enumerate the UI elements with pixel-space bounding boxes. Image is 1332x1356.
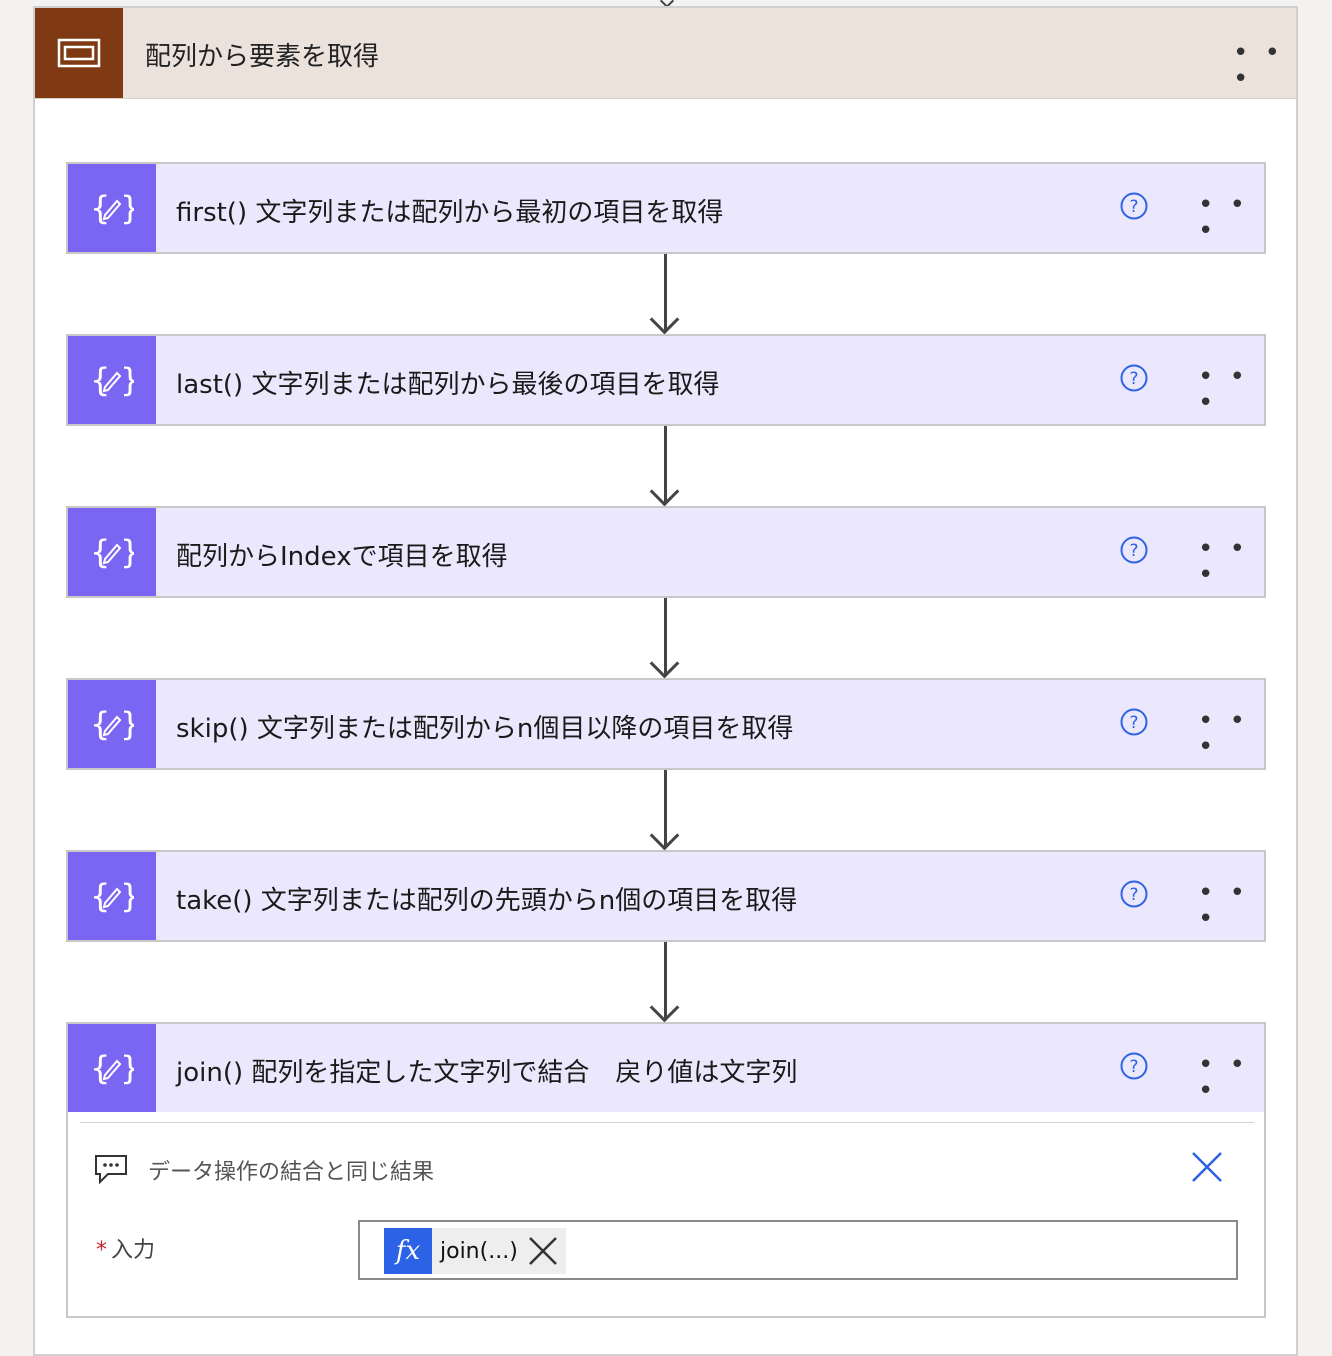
scope-title: 配列から要素を取得	[145, 42, 380, 72]
input-label-text: 入力	[111, 1238, 156, 1263]
braces-pencil-icon: {}	[68, 852, 156, 940]
comment-text[interactable]: データ操作の結合と同じ結果	[148, 1160, 435, 1185]
action-more-button[interactable]: • • •	[1198, 1050, 1249, 1106]
action-more-button[interactable]: • • •	[1198, 534, 1249, 590]
svg-text:}: }	[120, 1049, 134, 1087]
braces-pencil-icon: {}	[68, 164, 156, 252]
svg-text:?: ?	[1129, 541, 1138, 561]
help-circle-icon[interactable]: ?	[1120, 708, 1148, 736]
action-more-button[interactable]: • • •	[1198, 878, 1249, 934]
input-field[interactable]: fx join(...)	[358, 1220, 1238, 1280]
braces-pencil-icon: {}	[68, 336, 156, 424]
action-card-take[interactable]: {} take() 文字列または配列の先頭からn個の項目を取得 ? • • •	[66, 850, 1266, 942]
action-card-index[interactable]: {} 配列からIndexで項目を取得 ? • • •	[66, 506, 1266, 598]
connector-arrow	[664, 770, 667, 848]
svg-text:{: {	[90, 189, 110, 227]
input-label: *入力	[96, 1232, 155, 1264]
svg-text:?: ?	[1129, 197, 1138, 217]
action-title: first() 文字列または配列から最初の項目を取得	[176, 198, 724, 228]
action-title: last() 文字列または配列から最後の項目を取得	[176, 370, 720, 400]
action-more-button[interactable]: • • •	[1198, 362, 1249, 418]
action-title: 配列からIndexで項目を取得	[176, 542, 508, 572]
help-circle-icon[interactable]: ?	[1120, 536, 1148, 564]
braces-pencil-icon: {}	[68, 680, 156, 768]
divider	[80, 1122, 1254, 1123]
action-more-button[interactable]: • • •	[1198, 190, 1249, 246]
help-circle-icon[interactable]: ?	[1120, 1052, 1148, 1080]
action-title: join() 配列を指定した文字列で結合 戻り値は文字列	[176, 1058, 798, 1088]
action-card-first[interactable]: {} first() 文字列または配列から最初の項目を取得 ? • • •	[66, 162, 1266, 254]
action-more-button[interactable]: • • •	[1198, 706, 1249, 762]
action-card-join[interactable]: {} join() 配列を指定した文字列で結合 戻り値は文字列 ? • • •	[66, 1022, 1266, 1112]
help-circle-icon[interactable]: ?	[1120, 364, 1148, 392]
svg-text:?: ?	[1129, 713, 1138, 733]
svg-text:}: }	[120, 361, 134, 399]
svg-text:{: {	[90, 533, 110, 571]
connector-arrow	[664, 942, 667, 1020]
join-action-details: データ操作の結合と同じ結果 *入力 fx join(...)	[66, 1112, 1266, 1318]
action-card-skip[interactable]: {} skip() 文字列または配列からn個目以降の項目を取得 ? • • •	[66, 678, 1266, 770]
svg-text:{: {	[90, 705, 110, 743]
help-circle-icon[interactable]: ?	[1120, 192, 1148, 220]
braces-pencil-icon: {}	[68, 508, 156, 596]
svg-text:}: }	[120, 533, 134, 571]
scope-more-button[interactable]: • • •	[1233, 38, 1284, 94]
connector-arrow	[664, 598, 667, 676]
svg-text:{: {	[90, 361, 110, 399]
svg-text:{: {	[90, 1049, 110, 1087]
connector-arrow	[664, 426, 667, 504]
comment-icon[interactable]	[94, 1154, 128, 1184]
svg-text:}: }	[120, 189, 134, 227]
svg-text:?: ?	[1129, 1057, 1138, 1077]
close-icon[interactable]	[528, 1236, 558, 1266]
token-label: join(...)	[440, 1238, 518, 1264]
action-card-last[interactable]: {} last() 文字列または配列から最後の項目を取得 ? • • •	[66, 334, 1266, 426]
connector-arrow	[664, 254, 667, 332]
scope-rectangle-icon	[35, 8, 123, 98]
close-icon[interactable]	[1190, 1150, 1224, 1184]
action-title: take() 文字列または配列の先頭からn個の項目を取得	[176, 886, 798, 916]
expression-token[interactable]: fx join(...)	[384, 1228, 566, 1274]
required-mark: *	[96, 1238, 107, 1263]
help-circle-icon[interactable]: ?	[1120, 880, 1148, 908]
svg-text:?: ?	[1129, 885, 1138, 905]
svg-text:}: }	[120, 705, 134, 743]
fx-icon: fx	[384, 1228, 432, 1274]
svg-text:{: {	[90, 877, 110, 915]
svg-text:?: ?	[1129, 369, 1138, 389]
svg-text:}: }	[120, 877, 134, 915]
action-title: skip() 文字列または配列からn個目以降の項目を取得	[176, 714, 794, 744]
scope-header[interactable]: 配列から要素を取得 • • •	[35, 8, 1296, 99]
braces-pencil-icon: {}	[68, 1024, 156, 1112]
